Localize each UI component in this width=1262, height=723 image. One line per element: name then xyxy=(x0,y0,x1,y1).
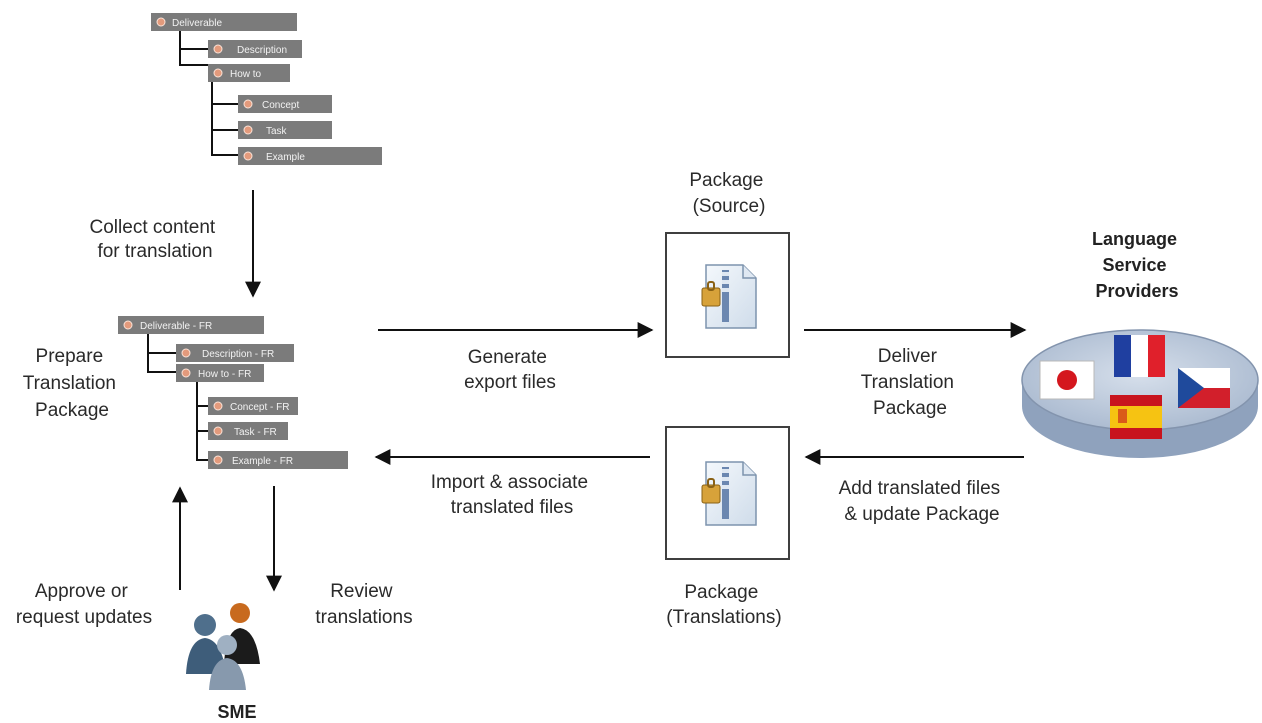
lsp-label: Language Service Providers xyxy=(1092,229,1182,301)
collect-label: Collect content for translation xyxy=(90,217,221,262)
zip-document-icon xyxy=(701,264,757,329)
tree-node-label: Deliverable xyxy=(172,18,222,29)
tree-node-label: Concept - FR xyxy=(230,402,289,413)
people-group-icon xyxy=(186,603,260,690)
source-tree: Deliverable Description How to Concept T… xyxy=(151,13,382,165)
tree-node-label: Example - FR xyxy=(232,456,293,467)
package-source-label: Package (Source) xyxy=(689,170,768,217)
tree-node-label: Deliverable - FR xyxy=(140,321,212,332)
approve-label: Approve or request updates xyxy=(16,581,152,628)
czech-flag-icon xyxy=(1178,368,1230,408)
tree-node-label: How to - FR xyxy=(198,369,251,380)
import-label: Import & associate translated files xyxy=(431,472,594,518)
japan-flag-icon xyxy=(1039,360,1095,400)
tree-node[interactable]: How to - FR xyxy=(176,364,264,382)
package-translations-label: Package (Translations) xyxy=(666,582,781,628)
generate-label: Generate export files xyxy=(464,347,556,393)
tree-node-label: Concept xyxy=(262,100,299,111)
tree-node[interactable]: Example xyxy=(238,147,382,165)
flags-platter-icon xyxy=(1021,329,1259,458)
tree-node-label: How to xyxy=(230,69,262,80)
add-translated-label: Add translated files & update Package xyxy=(839,478,1006,525)
review-label: Review translations xyxy=(315,581,412,628)
spain-flag-icon xyxy=(1110,395,1162,439)
tree-node[interactable]: Deliverable xyxy=(151,13,297,31)
deliver-label: Deliver Translation Package xyxy=(861,346,960,419)
prepare-label: Prepare Translation Package xyxy=(23,346,122,421)
tree-node[interactable]: Concept - FR xyxy=(208,397,298,415)
tree-node[interactable]: How to xyxy=(208,64,290,82)
tree-node[interactable]: Task xyxy=(238,121,332,139)
zip-document-icon xyxy=(701,461,757,526)
sme-label: SME xyxy=(217,702,256,722)
package-source[interactable] xyxy=(665,232,790,358)
tree-node-label: Task xyxy=(266,126,288,137)
tree-node[interactable]: Example - FR xyxy=(208,451,348,469)
tree-node[interactable]: Description - FR xyxy=(176,344,294,362)
tree-node-label: Description xyxy=(237,45,287,56)
tree-node[interactable]: Deliverable - FR xyxy=(118,316,264,334)
tree-node[interactable]: Task - FR xyxy=(208,422,288,440)
tree-node[interactable]: Concept xyxy=(238,95,332,113)
translated-tree: Deliverable - FR Description - FR How to… xyxy=(118,316,348,469)
tree-node-label: Example xyxy=(266,152,305,163)
tree-node-label: Description - FR xyxy=(202,349,274,360)
tree-node-label: Task - FR xyxy=(234,427,277,438)
tree-node[interactable]: Description xyxy=(208,40,302,58)
france-flag-icon xyxy=(1114,335,1165,377)
package-translations[interactable] xyxy=(665,426,790,560)
